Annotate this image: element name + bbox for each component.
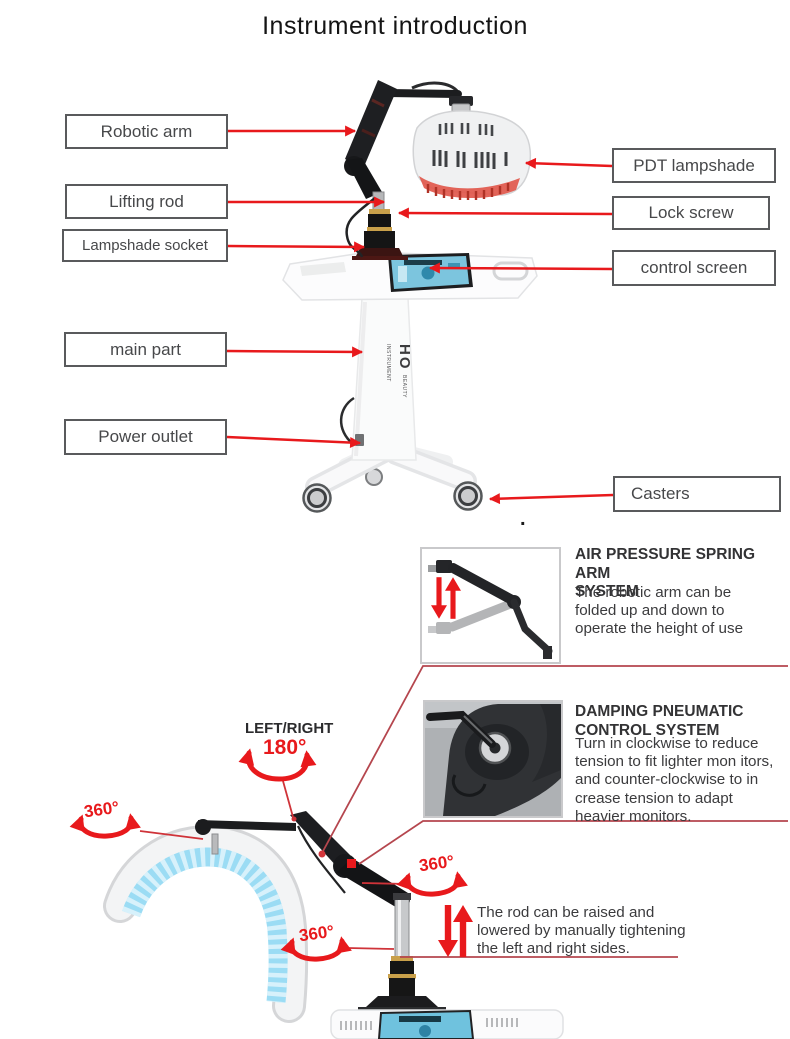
bottom-arm-graphic [290,811,410,909]
elbow-marker [347,859,356,868]
label-pdt-lampshade: PDT lampshade [612,148,776,183]
brand-logo-text: HO [396,344,413,371]
arrow-control-screen [428,262,613,274]
page-title: Instrument introduction [262,12,528,40]
label-text: PDT lampshade [633,155,755,175]
label-power-outlet: Power outlet [64,419,227,455]
label-text: Lampshade socket [82,237,208,254]
label-lifting-rod: Lifting rod [65,184,228,219]
bottom-rod-socket-graphic [358,893,446,1011]
pointer-360-mid [361,882,409,885]
arrow-lock-screw [397,207,613,219]
deg-360-mid-label: 360° [417,851,456,876]
label-text: control screen [640,258,748,277]
caster-left [302,483,332,513]
air-pressure-body: The robotic arm can be folded up and dow… [575,584,744,638]
bottom-cart-graphic [330,1009,564,1039]
control-screen-graphic [388,253,473,292]
arrow-power-outlet [226,435,362,449]
pointer-360-left [139,830,204,840]
caster-right [453,481,483,511]
arrow-lampshade-socket [227,241,366,253]
rotation-arrow-icons [69,748,468,962]
rod-raise-lower-note: The rod can be raised and lowered by man… [477,904,686,958]
label-text: Casters [631,484,690,503]
label-control-screen: control screen [612,250,776,286]
label-text: Power outlet [98,427,193,446]
arch-lamp-graphic [103,825,309,1023]
inset-damping-knob-photo [423,700,563,818]
deg-360-bottom-label: 360° [297,921,336,946]
label-lampshade-socket: Lampshade socket [62,229,228,262]
left-right-label: LEFT/RIGHT [245,720,334,737]
damping-body: Turn in clockwise to reduce tension to f… [575,735,774,825]
robotic-arm-graphic [344,80,397,199]
arrow-casters [488,493,614,505]
label-text: Lifting rod [109,191,184,211]
label-text: main part [110,339,181,359]
label-text: Lock screw [648,203,734,222]
deg-180-label: 180° [263,736,307,759]
arrow-pdt-lampshade [524,157,613,169]
arrow-main-part [226,346,364,358]
label-lock-screw: Lock screw [612,196,770,230]
label-casters: Casters [613,476,781,512]
label-arrows [226,125,614,505]
inset-arm-fold-photo [420,547,561,664]
label-main-part: main part [64,332,227,367]
label-text: Robotic arm [100,121,193,141]
rod-down-arrow-icon [438,905,458,957]
machine-top-illustration [282,80,538,513]
pointer-180 [282,780,294,818]
rotation-pointer-lines [139,780,409,950]
rotate-360-mid-icon [396,871,468,897]
pdt-lampshade-graphic [384,81,532,200]
rod-up-arrow-icon [453,905,473,957]
air-pressure-heading: AIR PRESSURE SPRING ARM SYSTEM [575,546,756,601]
deg-360-left-label: 360° [82,797,121,822]
pointer-360-bottom [347,947,395,950]
brand-logo: HO BEAUTY INSTRUMENT [380,344,413,436]
lifting-rod-socket-graphic [345,191,408,260]
label-robotic-arm: Robotic arm [65,114,228,149]
